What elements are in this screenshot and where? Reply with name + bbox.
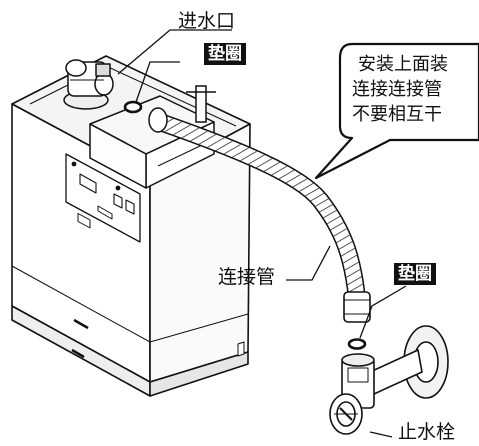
- stop-valve: [329, 325, 449, 435]
- label-washer-top: 垫圈: [204, 43, 246, 65]
- inlet-fitting: [63, 59, 114, 110]
- label-connecting-pipe: 连接管: [218, 266, 276, 288]
- connecting-pipe: [148, 107, 371, 323]
- callout-line-2: 连接连接管: [352, 79, 442, 100]
- label-stop-valve: 止水栓: [398, 421, 456, 443]
- callout-bubble: [314, 42, 479, 180]
- leader-lines: [117, 29, 407, 438]
- label-washer-bottom: 垫圈: [394, 263, 436, 285]
- label-water-inlet: 进水口: [178, 10, 236, 32]
- washer-bottom: [347, 338, 367, 350]
- callout-line-1: 安装上面装: [358, 54, 448, 75]
- water-heater-unit: [11, 55, 251, 397]
- washer-top: [123, 100, 143, 114]
- callout-line-3: 不要相互干: [352, 104, 442, 125]
- mounting-rod: [186, 85, 216, 123]
